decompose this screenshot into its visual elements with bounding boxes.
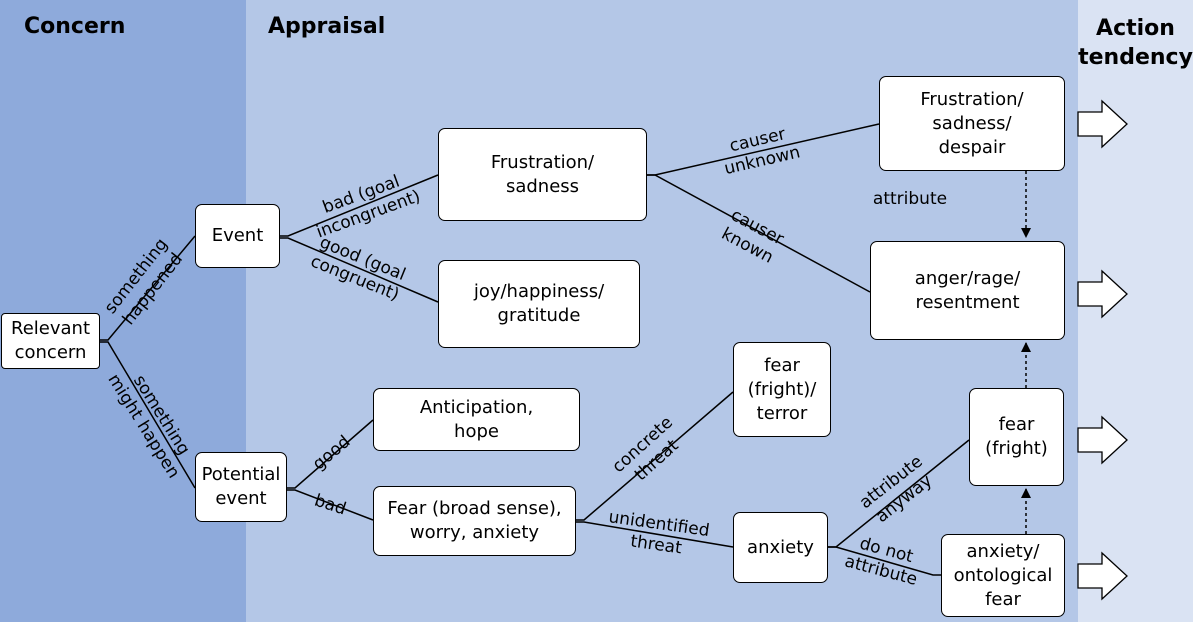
edge-fear-broad-to-terror — [576, 391, 734, 521]
edge-ontological-to-anxiety — [828, 546, 941, 576]
label-attribute: attribute — [872, 189, 948, 209]
appraisal-heading: Appraisal — [268, 14, 386, 39]
node-frustration-sadness: Frustration/ sadness — [438, 128, 647, 221]
edge-event-to-frustration — [280, 174, 439, 237]
node-anger-rage-resentment: anger/rage/ resentment — [870, 241, 1065, 340]
edge-potential-to-fear-broad — [287, 489, 374, 521]
node-fear-broad-sense: Fear (broad sense), worry, anxiety — [373, 486, 576, 556]
node-frustration-sadness-despair: Frustration/ sadness/ despair — [879, 76, 1065, 171]
edge-concern-to-event — [100, 235, 196, 341]
edge-fear-broad-to-anxiety — [576, 521, 734, 548]
concern-heading: Concern — [24, 14, 126, 39]
action-tendency-column — [1078, 0, 1193, 622]
edge-event-to-joy — [280, 237, 439, 303]
node-anticipation-hope: Anticipation, hope — [373, 388, 580, 451]
action-arrow-2 — [1077, 269, 1128, 319]
node-fear-fright-terror: fear (fright)/ terror — [733, 342, 831, 437]
node-joy-happiness-gratitude: joy/happiness/ gratitude — [438, 260, 640, 348]
node-relevant-concern: Relevant concern — [1, 313, 100, 369]
edge-concern-to-potential-event — [100, 341, 196, 489]
action-tendency-heading: Action tendency — [1078, 16, 1193, 70]
node-potential-event: Potential event — [195, 452, 287, 522]
node-fear-fright: fear (fright) — [969, 388, 1064, 486]
node-event: Event — [195, 204, 280, 268]
edge-potential-to-anticipation — [287, 419, 374, 489]
edge-frustration-to-anger — [647, 174, 871, 293]
action-arrow-4 — [1077, 551, 1128, 601]
node-anxiety-ontological-fear: anxiety/ ontological fear — [941, 534, 1065, 617]
action-arrow-1 — [1077, 99, 1128, 149]
node-anxiety: anxiety — [733, 512, 828, 583]
action-arrow-3 — [1077, 415, 1128, 465]
